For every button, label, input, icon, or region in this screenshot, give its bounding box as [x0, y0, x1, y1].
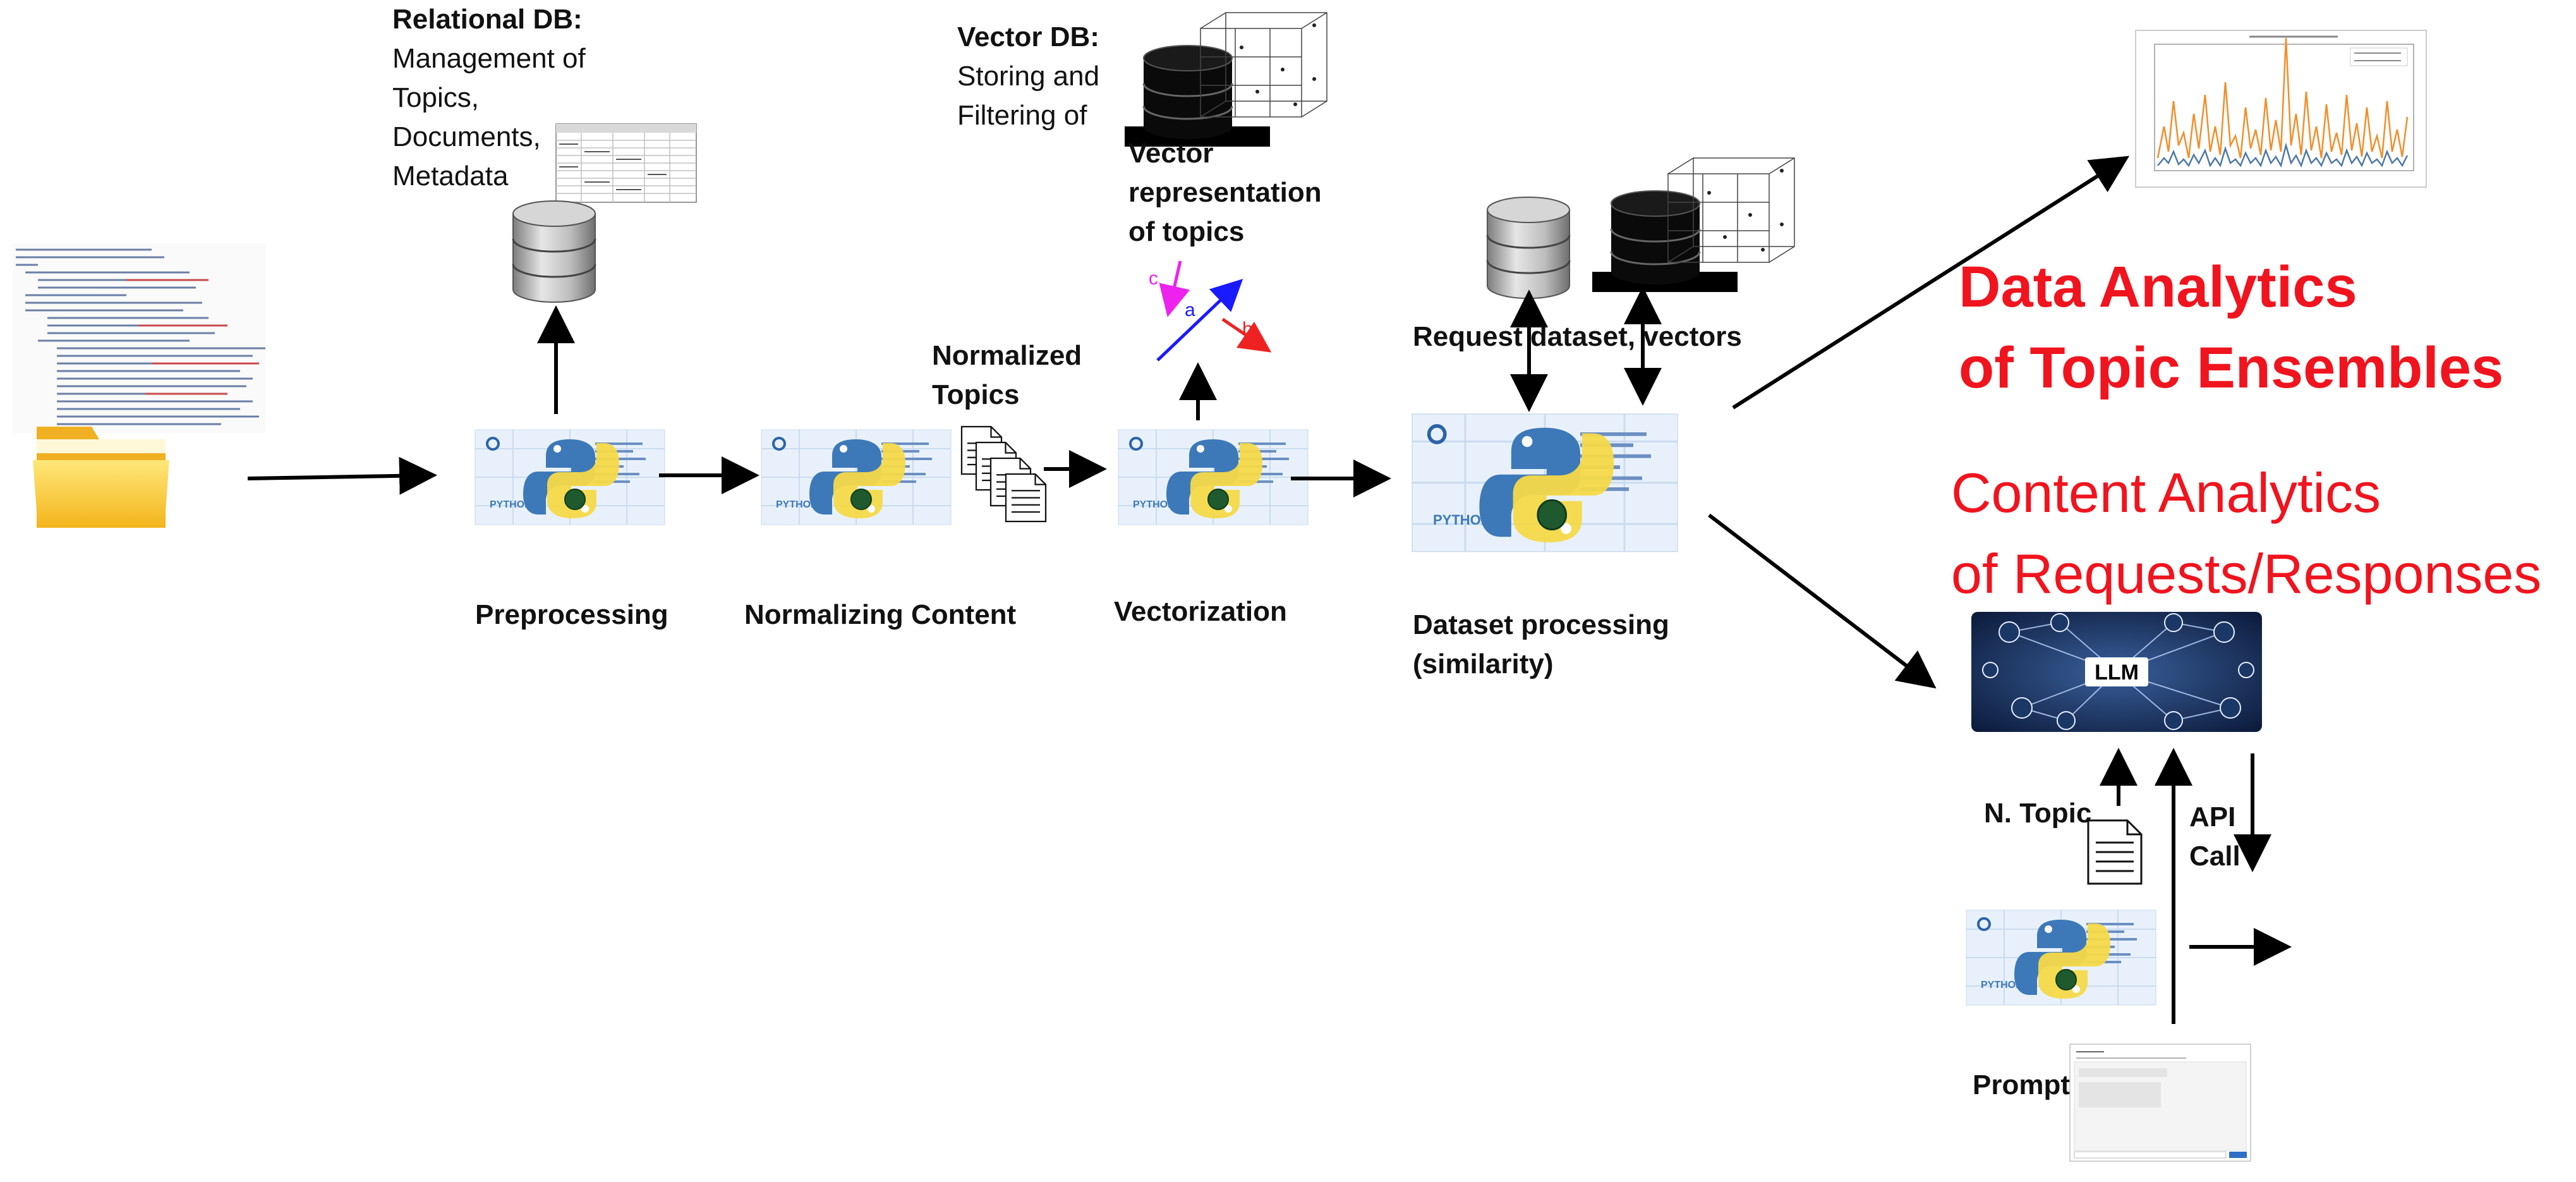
vector-b-label: b [1242, 319, 1253, 339]
relational-db-line: Topics, [392, 82, 479, 113]
step-vectorization-label: Vectorization [1114, 596, 1287, 627]
spreadsheet-thumbnail [555, 123, 697, 203]
python-label: PYTHON [776, 499, 818, 510]
vector-representation-line: representation [1128, 177, 1322, 208]
data-analytics-line: of Topic Ensembles [1959, 336, 2504, 400]
step-dataset-processing-label: Dataset processing (similarity) [1413, 606, 1669, 684]
vector-db-label: Vector DB: Storing and Filtering of [957, 18, 1099, 135]
relational-db-title: Relational DB: [392, 4, 583, 35]
step-normalizing-label: Normalizing Content [744, 599, 1017, 630]
python-label: PYTHON [1433, 512, 1491, 528]
vector-database-icon [1123, 11, 1328, 148]
relational-db-line: Documents, [392, 121, 541, 152]
topic-document-icon [2087, 819, 2143, 885]
python-label: PYTHON [1981, 980, 2023, 990]
relational-db-label: Relational DB: Management of Topics, Doc… [392, 0, 586, 196]
request-dataset-label: Request dataset, vectors [1413, 321, 1742, 352]
python-vectorization-icon [1117, 429, 1309, 526]
vector-representation-line: Vector [1128, 138, 1214, 169]
data-analytics-line: Data Analytics [1959, 255, 2357, 319]
vector-representation-label: Vector representation of topics [1128, 134, 1322, 252]
documents-stack-icon [960, 425, 1047, 523]
llm-label: LLM [2095, 661, 2139, 685]
content-analytics-line: of Requests/Responses [1951, 542, 2542, 605]
analytics-chart-thumbnail [2135, 30, 2427, 188]
vector-c-label: c [1149, 268, 1158, 289]
normalized-topics-line: Normalized [932, 340, 1082, 371]
api-call-line: API [2189, 801, 2236, 832]
python-label: PYTHON [1133, 499, 1175, 510]
chat-window-thumbnail [2069, 1044, 2251, 1162]
flow-arrows [247, 155, 2292, 1024]
step-preprocessing-label: Preprocessing [475, 599, 668, 630]
folder-icon [33, 427, 169, 528]
dataset-processing-line: (similarity) [1413, 649, 1554, 679]
api-call-line: Call [2189, 841, 2240, 872]
prompt-label: Prompt [1973, 1069, 2070, 1100]
python-normalizing-icon [760, 429, 952, 526]
llm-network-image: LLM [1971, 612, 2262, 732]
vector-a-label: a [1185, 300, 1195, 320]
dataset-vector-database-icon [1591, 157, 1796, 293]
content-analytics-line: Content Analytics [1951, 461, 2381, 524]
python-llm-client-icon [1965, 909, 2157, 1006]
vector-db-line: Storing and [957, 61, 1100, 92]
xml-document-thumbnail [13, 243, 265, 433]
normalized-topics-label: Normalized Topics [932, 336, 1082, 415]
vector-db-line: Filtering of [957, 100, 1087, 131]
relational-db-line: Metadata [392, 161, 509, 192]
python-dataset-processing-icon [1412, 414, 1678, 552]
dataset-processing-line: Dataset processing [1413, 609, 1669, 640]
data-analytics-heading: Data Analytics of Topic Ensembles [1959, 247, 2503, 408]
dataset-relational-database-icon [1486, 196, 1571, 300]
python-preprocessing-icon [474, 429, 666, 526]
normalized-topics-line: Topics [932, 379, 1020, 410]
vector-symbols-icon: c a b [1149, 260, 1272, 362]
vector-representation-line: of topics [1128, 216, 1245, 247]
content-analytics-heading: Content Analytics of Requests/Responses [1951, 453, 2541, 614]
api-call-label: API Call [2189, 798, 2240, 876]
relational-db-line: Management of [392, 43, 586, 74]
python-label: PYTHON [490, 499, 532, 510]
relational-database-icon [512, 200, 596, 303]
n-topic-label: N. Topic [1984, 798, 2092, 829]
vector-db-title: Vector DB: [957, 21, 1099, 52]
